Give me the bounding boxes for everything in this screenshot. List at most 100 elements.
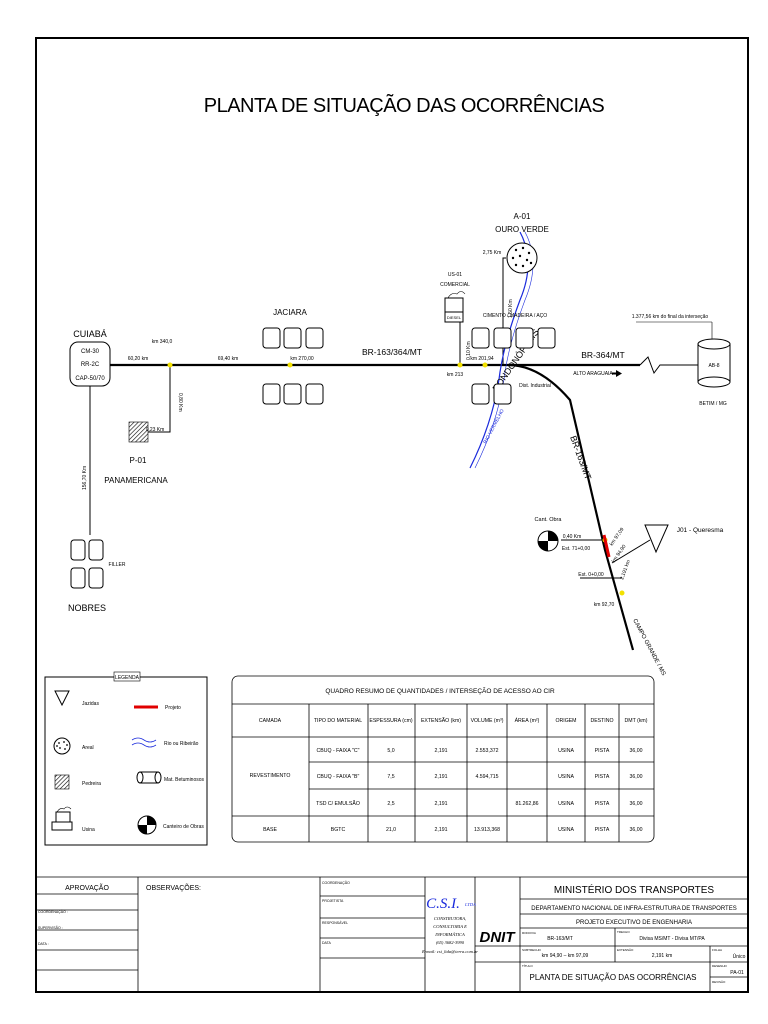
trecho-value: Divisa MS/MT - Divisa MT/PA — [639, 936, 705, 942]
camada-revestimento: REVESTIMENTO — [250, 773, 291, 779]
dist-60-label: 60,20 km — [128, 356, 149, 362]
betim-label: BETIM / MG — [699, 401, 727, 407]
th-area: ÁREA (m²) — [515, 717, 540, 724]
titleblock-grid — [36, 876, 748, 991]
areal-a01-icon — [506, 242, 538, 274]
table-cell: 2,191 — [435, 748, 448, 754]
rio-ribeirao-icon — [131, 737, 157, 748]
mid-projetista: PROJETISTA — [322, 899, 344, 903]
aprovacao-label: APROVAÇÃO — [65, 883, 109, 892]
dist-interseccao-label: 1.377,56 km do final da interseção — [632, 314, 709, 320]
mid-coordenacao: COORDENAÇÃO — [322, 880, 350, 885]
csi-line: CONSTRUTORA, — [434, 916, 466, 922]
table-cell: 81.262,86 — [515, 801, 538, 807]
dist-0-40-label: 0,40 Km — [563, 534, 582, 540]
subtrecho-caption: SUBTRECHO — [522, 948, 542, 952]
csi-line: E-mail: csi_ltda@terra.com.br — [421, 949, 478, 954]
cuiaba-material-2: RR-2C — [81, 362, 100, 368]
camada-base: BASE — [263, 827, 277, 833]
quadro-grid — [231, 675, 655, 843]
ab8-tank-icon — [697, 338, 731, 388]
arrow-east-icon — [616, 370, 622, 377]
canteiro-icon-map — [537, 530, 559, 552]
desenho-value: PA-01 — [730, 970, 744, 976]
th-tipo: TIPO DO MATERIAL — [314, 718, 362, 724]
table-cell: 2,191 — [435, 801, 448, 807]
observacoes-label: OBSERVAÇÕES: — [146, 883, 201, 892]
th-espessura: ESPESSURA (cm) — [369, 718, 413, 724]
quadro-title: QUADRO RESUMO DE QUANTIDADES / INTERSEÇÃ… — [325, 686, 555, 695]
mid-data: DATA — [322, 941, 331, 945]
table-cell: PISTA — [595, 748, 610, 754]
table-cell: 2,5 — [387, 801, 394, 807]
us01-access — [453, 319, 461, 365]
est-71-label: Est. 71+0,00 — [562, 546, 590, 552]
cimento-label: CIMENTO / MADEIRA / AÇO — [483, 313, 547, 319]
campo-grande-label: CAMPO GRANDE / MS — [631, 618, 666, 677]
table-cell: USINA — [558, 748, 574, 754]
rondonopolis-boxes — [471, 327, 556, 405]
jazidas-icon — [54, 690, 70, 707]
rio-vermelho-label: RIO VERMELHO — [482, 408, 505, 445]
dist-industrial-label: Dist. Industrial — [519, 383, 551, 389]
pedreira-p01-icon — [128, 421, 149, 443]
cuiaba-label: CUIABÁ — [73, 329, 107, 339]
us01-place-label: COMERCIAL — [440, 282, 470, 288]
alto-araguaia-label: ALTO ARAGUAIA — [573, 371, 613, 377]
projeto-segment — [602, 534, 611, 558]
csi-ltda: LTDA — [464, 902, 476, 907]
table-cell: PISTA — [595, 827, 610, 833]
projeto-label: PROJETO EXECUTIVO DE ENGENHARIA — [576, 920, 692, 926]
dist-1-50-label: 1,50 Km — [508, 299, 514, 318]
table-cell: 2,191 — [435, 827, 448, 833]
us01-box-label: DIESEL — [447, 315, 462, 320]
jazida-j01-icon — [644, 524, 669, 554]
table-cell: 2.553,372 — [475, 748, 498, 754]
usina-us01-icon — [444, 291, 466, 323]
trecho-caption: TRECHO — [617, 930, 630, 934]
legend-rio: Rio ou Ribeirão — [164, 741, 199, 747]
aprov-coordenacao: COORDENAÇÃO : — [38, 909, 68, 914]
filler-boxes — [70, 539, 104, 589]
th-camada: CAMADA — [259, 718, 282, 724]
csi-line: CONSULTORIA E — [433, 924, 467, 929]
br163-364-label: BR-163/364/MT — [362, 347, 422, 357]
p01-place-label: PANAMERICANA — [104, 476, 168, 485]
table-cell: 2,191 — [435, 774, 448, 780]
nobres-label: NOBRES — [68, 603, 106, 613]
legend-areal: Areal — [82, 745, 94, 751]
csi-line: INFORMÁTICA — [434, 932, 465, 937]
table-cell: USINA — [558, 827, 574, 833]
revisao-caption: REVISÃO — [712, 979, 726, 984]
km-213-label: km 213 — [447, 372, 464, 378]
aprov-data: DATA : — [38, 942, 49, 946]
km-92-label: km 92,70 — [594, 602, 615, 608]
rodovia-caption: RODOVIA — [522, 931, 536, 935]
page-title: PLANTA DE SITUAÇÃO DAS OCORRÊNCIAS — [204, 93, 605, 117]
table-cell: 21,0 — [386, 827, 396, 833]
j01-access — [611, 539, 651, 564]
cuiaba-box — [69, 341, 111, 387]
table-cell: 13.913,368 — [474, 827, 500, 833]
pedreira-icon — [54, 774, 70, 790]
p01-access — [148, 365, 171, 433]
desenho-caption: DESENHO — [712, 964, 728, 968]
br364-label: BR-364/MT — [581, 350, 624, 360]
dist-156-label: 156,70 Km — [82, 466, 88, 490]
th-dmt: DMT (km) — [625, 718, 648, 724]
csi-logo: C.S.I. — [426, 896, 460, 912]
cuiaba-material-3: CAP-50/70 — [75, 376, 105, 382]
th-origem: ORIGEM — [555, 718, 576, 724]
canteiro-icon — [137, 815, 157, 835]
table-cell: USINA — [558, 774, 574, 780]
titulo-caption: TÍTULO — [522, 964, 533, 968]
dist-69-label: 69,40 km — [218, 356, 239, 362]
dist-2-191-label: 2,191 km — [619, 559, 632, 580]
departamento-label: DEPARTAMENTO NACIONAL DE INFRA-ESTRUTURA… — [531, 906, 736, 912]
road-break — [639, 356, 700, 375]
folha-value: Único — [733, 953, 746, 960]
filler-label: FILLER — [109, 562, 126, 568]
dist-0-23-label: 0,23 Km — [146, 427, 165, 433]
dist-0-80-label: 0,80 Km — [177, 393, 183, 412]
